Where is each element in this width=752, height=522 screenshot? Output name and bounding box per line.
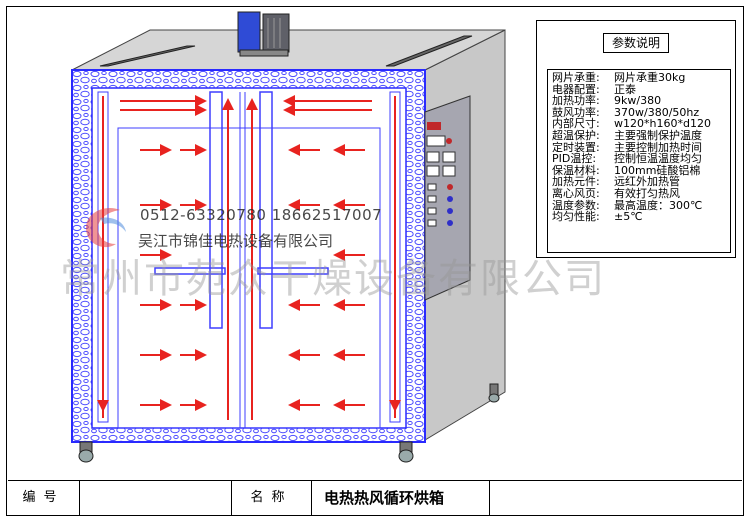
title-block: 编号 名称 电热热风循环烘箱 (8, 480, 742, 515)
param-row: 离心风页: 有效打匀热风 (552, 188, 730, 200)
param-key: 加热功率: (552, 94, 600, 108)
param-value: 远红外加热管 (614, 175, 680, 189)
param-value: 100mm硅酸铝棉 (614, 163, 701, 177)
casters (78, 383, 500, 463)
param-key: 温度参数: (552, 198, 600, 212)
vent-left (99, 45, 196, 67)
number-label: 编号 (8, 481, 80, 515)
param-row: PID温控: 控制恒温温度均匀 (552, 153, 730, 165)
watermark-logo (86, 208, 126, 248)
param-value: w120*h160*d120 (614, 117, 711, 131)
drawing-frame (6, 6, 744, 516)
param-key: 网片承重: (552, 71, 600, 84)
param-value: 有效打匀热风 (614, 186, 680, 200)
param-row: 超温保护: 主要强制保护温度 (552, 130, 730, 142)
param-value: 网片承重30kg (614, 71, 686, 84)
watermark-company-big: 常州市苑众干燥设备有限公司 (60, 256, 606, 302)
param-value: 主要强制保护温度 (614, 128, 702, 142)
param-key: 均匀性能: (552, 210, 600, 224)
airflow-arrows (97, 95, 401, 420)
param-key: 鼓风功率: (552, 105, 600, 119)
param-key: 离心风页: (552, 186, 600, 200)
handle-left (154, 267, 226, 275)
number-value (80, 481, 232, 515)
param-row: 定时装置: 主要控制加热时间 (552, 140, 730, 154)
param-row: 内部尺寸: w120*h160*d120 (552, 118, 730, 130)
door-bar-left (209, 91, 223, 329)
param-value: 控制恒温温度均匀 (614, 152, 702, 166)
param-row: 加热元件: 远红外加热管 (552, 176, 730, 188)
param-key: 电器配置: (552, 82, 600, 96)
inner-chamber (91, 87, 407, 429)
param-row: 鼓风功率: 370w/380/50hz (552, 105, 730, 119)
param-key: 内部尺寸: (552, 117, 600, 131)
control-box (424, 95, 471, 301)
param-value: 370w/380/50hz (614, 105, 700, 119)
param-value: ±5℃ (614, 210, 643, 224)
param-key: 定时装置: (552, 140, 600, 154)
heater-right (389, 91, 401, 423)
param-value: 最高温度：300℃ (614, 198, 703, 212)
handle-right (257, 267, 329, 275)
param-key: 加热元件: (552, 175, 600, 189)
param-row: 加热功率: 9kw/380 (552, 95, 730, 107)
blower-motor (237, 11, 290, 57)
param-key: PID温控: (552, 152, 597, 166)
params-list: 网片承重: 网片承重30kg 电器配置: 正泰加热功率: 9kw/380 鼓风功率: 370… (547, 69, 731, 253)
param-value: 9kw/380 (614, 94, 662, 108)
param-row: 网片承重: 网片承重30kg (552, 72, 730, 84)
vent-right (385, 35, 473, 67)
name-value: 电热热风循环烘箱 (312, 481, 490, 515)
heater-left (97, 91, 109, 423)
param-key: 保温材料: (552, 163, 600, 177)
watermark-phone: 0512-63320780 18662517007 (140, 206, 383, 224)
param-row: 温度参数: 最高温度：300℃ (552, 198, 730, 212)
watermark-company-small: 吴江市锦佳电热设备有限公司 (138, 232, 334, 250)
name-label: 名称 (232, 481, 312, 515)
param-row: 保温材料: 100mm硅酸铝棉 (552, 163, 730, 177)
param-row: 电器配置: 正泰 (552, 82, 730, 96)
door-bar-right (259, 91, 273, 329)
param-value: 正泰 (614, 82, 636, 96)
params-title: 参数说明 (602, 33, 669, 53)
param-row: 均匀性能: ±5℃ (552, 211, 730, 223)
param-key: 超温保护: (552, 128, 600, 142)
param-value: 主要控制加热时间 (614, 140, 702, 154)
